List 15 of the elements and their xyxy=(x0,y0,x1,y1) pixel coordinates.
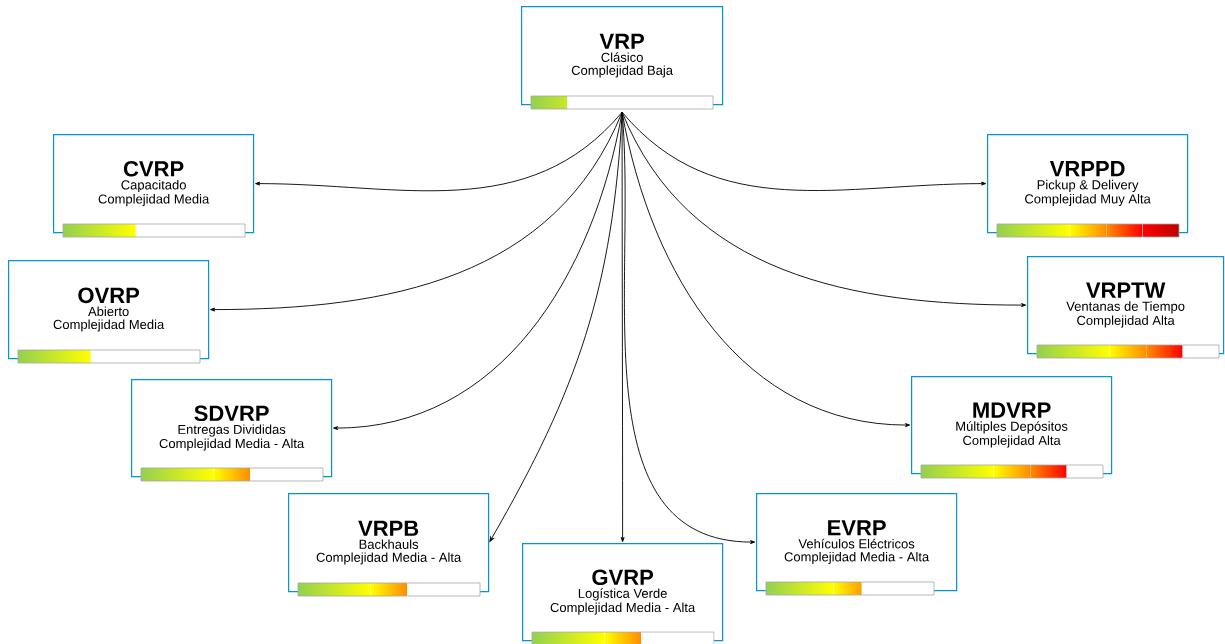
arrow xyxy=(620,111,625,543)
model-box: EVRP Vehículos Eléctricos Complejidad Media - Alta xyxy=(756,493,958,592)
model-box: SDVRP Entregas Divididas Complejidad Media - Alta xyxy=(131,379,333,478)
model-box: MDVRP Múltiples Depósitos Complejidad Alta xyxy=(911,376,1113,475)
model-box: VRPTW Ventanas de Tiempo Complejidad Alta xyxy=(1027,256,1225,355)
arrow xyxy=(621,111,987,191)
model-box: VRP Clásico Complejidad Baja xyxy=(521,6,724,106)
model-box: VRPPD Pickup & Delivery Complejidad Muy Alta xyxy=(987,134,1189,234)
arrow xyxy=(210,111,623,312)
arrow xyxy=(255,111,623,192)
model-box: CVRP Capacitado Complejidad Media xyxy=(53,134,255,234)
model-box: VRPB Backhauls Complejidad Media - Alta xyxy=(288,493,490,593)
model-box: OVRP Abierto Complejidad Media xyxy=(8,260,210,360)
arrow xyxy=(621,111,1027,308)
model-box: GVRP Logística Verde Complejidad Media - Alta xyxy=(522,543,724,642)
